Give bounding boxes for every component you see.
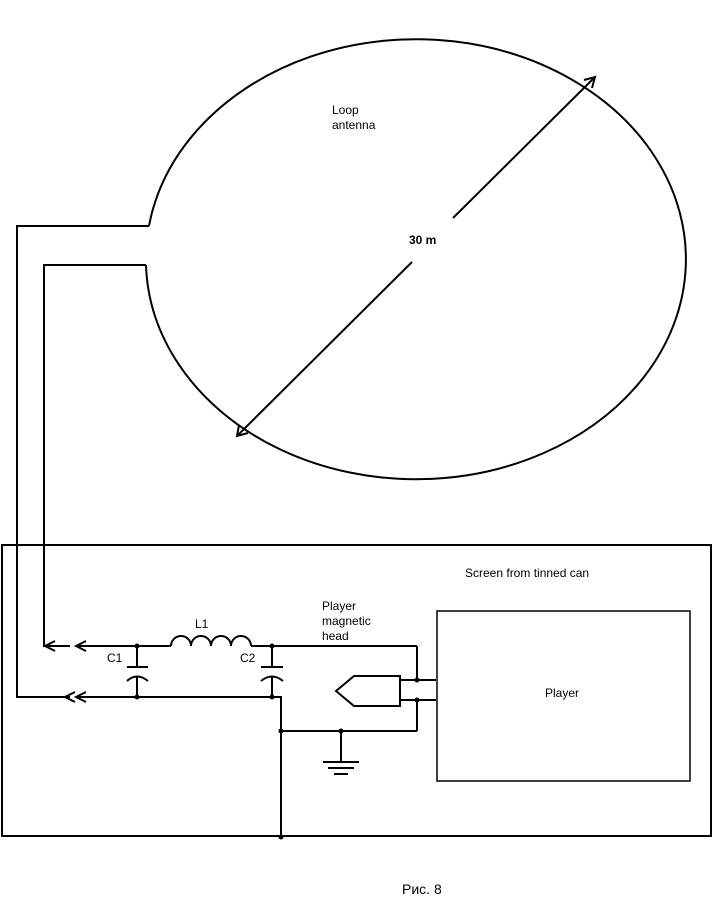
- junction-head-top: [414, 677, 420, 683]
- loop-antenna-label-line1: Loop: [332, 103, 359, 117]
- inductor-l1-label: L1: [195, 617, 209, 631]
- head-label-line3: head: [322, 629, 349, 643]
- ground-wire: [272, 696, 282, 837]
- capacitor-c2-plate2: [260, 675, 284, 682]
- junction-c1-top: [134, 643, 140, 649]
- antenna-lead-outer: [16, 225, 149, 698]
- diameter-arrow-bottom: [235, 424, 249, 438]
- connector-upper-left: [42, 640, 56, 652]
- player-label: Player: [545, 686, 579, 700]
- loop-antenna-label-line2: antenna: [332, 118, 376, 132]
- diameter-line-upper: [452, 76, 596, 219]
- capacitor-c1-label: C1: [107, 651, 123, 665]
- junction-ground-bottom: [278, 834, 284, 840]
- capacitor-c1-plate2: [126, 675, 149, 682]
- diameter-line-lower: [236, 261, 413, 437]
- antenna-lead-inner: [43, 264, 146, 647]
- junction-c2-top: [269, 643, 275, 649]
- head-label-line2: magnetic: [322, 614, 371, 628]
- junction-c1-bottom: [134, 694, 140, 700]
- diameter-arrow-top: [583, 75, 597, 89]
- connector-lower-left: [62, 691, 76, 703]
- junction-ground-symbol: [338, 728, 344, 734]
- magnetic-head: [334, 675, 401, 707]
- screen-box: [1, 544, 712, 837]
- head-label-line1: Player: [322, 599, 356, 613]
- player-box: [436, 610, 691, 782]
- inductor-l1: [170, 635, 252, 647]
- junction-head-bottom: [414, 697, 420, 703]
- screen-label: Screen from tinned can: [465, 566, 589, 580]
- loop-antenna: [145, 38, 687, 481]
- capacitor-c2-label: C2: [240, 651, 256, 665]
- junction-ground-left: [278, 728, 284, 734]
- diameter-label: 30 m: [409, 233, 436, 247]
- figure-caption: Рис. 8: [402, 881, 442, 897]
